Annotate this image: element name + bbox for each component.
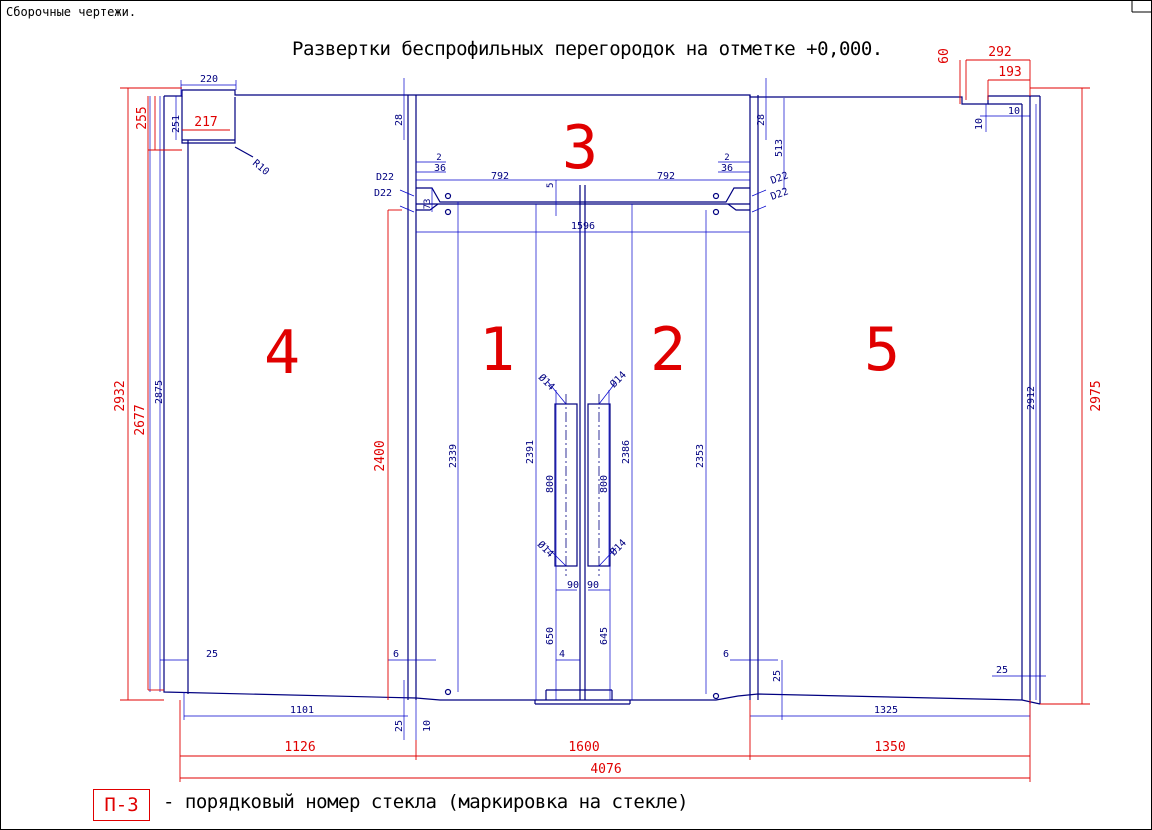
dim-792-right: 792: [657, 171, 675, 182]
dim-800-right: 800: [599, 475, 610, 493]
dim-2875: 2875: [154, 380, 165, 404]
dim-2391: 2391: [525, 440, 536, 464]
dim-1600: 1600: [568, 740, 599, 755]
legend-text: - порядковый номер стекла (маркировка на…: [163, 791, 689, 813]
dim-28-right: 28: [756, 114, 767, 126]
panel-number-5: 5: [864, 315, 900, 385]
dim-d22-c: D22: [769, 170, 790, 187]
dim-phi14-b: Ø14: [608, 369, 629, 390]
dim-1126: 1126: [284, 740, 315, 755]
dim-d22-b: D22: [374, 188, 392, 199]
dim-60: 60: [937, 48, 952, 64]
dim-650: 650: [545, 627, 556, 645]
dim-2400: 2400: [373, 440, 388, 471]
dim-phi14-d: Ø14: [608, 537, 629, 558]
dim-792-left: 792: [491, 171, 509, 182]
dim-255: 255: [135, 106, 150, 129]
dim-2912: 2912: [1026, 386, 1037, 410]
panel-number-4: 4: [264, 318, 300, 388]
legend-code-box: П-3: [93, 789, 150, 821]
panel-number-2: 2: [650, 315, 686, 385]
dim-645: 645: [599, 627, 610, 645]
dim-292: 292: [988, 45, 1011, 60]
red-dim-labels: 255 217 2932 2677 2400 2975 60 292 193 1…: [113, 45, 1104, 777]
dim-6-left: 6: [393, 649, 399, 660]
dim-1325: 1325: [874, 705, 898, 716]
panel-number-1: 1: [479, 315, 515, 385]
dim-2339: 2339: [448, 444, 459, 468]
dim-2-left: 2: [436, 153, 441, 163]
dim-251: 251: [171, 115, 182, 133]
dim-220: 220: [200, 74, 218, 85]
dim-2975: 2975: [1089, 380, 1104, 411]
blue-dimension-lines: [149, 78, 1046, 740]
drawing-title: Развертки беспрофильных перегородок на о…: [292, 38, 883, 60]
dim-25-right: 25: [996, 665, 1008, 676]
dim-2677: 2677: [133, 404, 148, 435]
dim-4: 4: [559, 649, 565, 660]
dim-73: 73: [423, 199, 433, 210]
dim-90-right: 90: [587, 580, 599, 591]
dim-217: 217: [194, 115, 217, 130]
dim-28-left: 28: [394, 114, 405, 126]
dim-25-left: 25: [206, 649, 218, 660]
dim-10-side: 10: [974, 118, 985, 130]
dim-36-right: 36: [721, 163, 733, 174]
dim-d22-d: D22: [769, 186, 790, 203]
dim-4076: 4076: [590, 762, 621, 777]
panel-outlines: [163, 89, 1041, 705]
dim-1596: 1596: [571, 221, 595, 232]
dim-2-right: 2: [724, 153, 729, 163]
sheet-header: Сборочные чертежи.: [6, 5, 137, 19]
dim-2353: 2353: [695, 444, 706, 468]
dim-25-mid: 25: [772, 670, 783, 682]
dim-2932: 2932: [113, 380, 128, 411]
dim-36-left: 36: [434, 163, 446, 174]
dim-5: 5: [546, 183, 556, 188]
dim-2386: 2386: [621, 440, 632, 464]
dim-d22-a: D22: [376, 172, 394, 183]
dim-phi14-c: Ø14: [535, 539, 556, 560]
dim-513: 513: [774, 139, 785, 157]
dim-25-bottom: 25: [394, 720, 405, 732]
red-dimension-lines: [120, 59, 1090, 782]
dim-6-right: 6: [723, 649, 729, 660]
dim-10-bottom: 10: [422, 720, 433, 732]
dim-800-left: 800: [545, 475, 556, 493]
dim-193: 193: [998, 65, 1021, 80]
dim-1350: 1350: [874, 740, 905, 755]
dim-r10: R10: [250, 158, 271, 178]
panel-number-3: 3: [562, 113, 598, 183]
dim-1101: 1101: [290, 705, 314, 716]
dim-90-left: 90: [567, 580, 579, 591]
panel-numbers: 3 4 1 2 5: [264, 113, 900, 388]
dim-10-top: 10: [1008, 106, 1020, 117]
